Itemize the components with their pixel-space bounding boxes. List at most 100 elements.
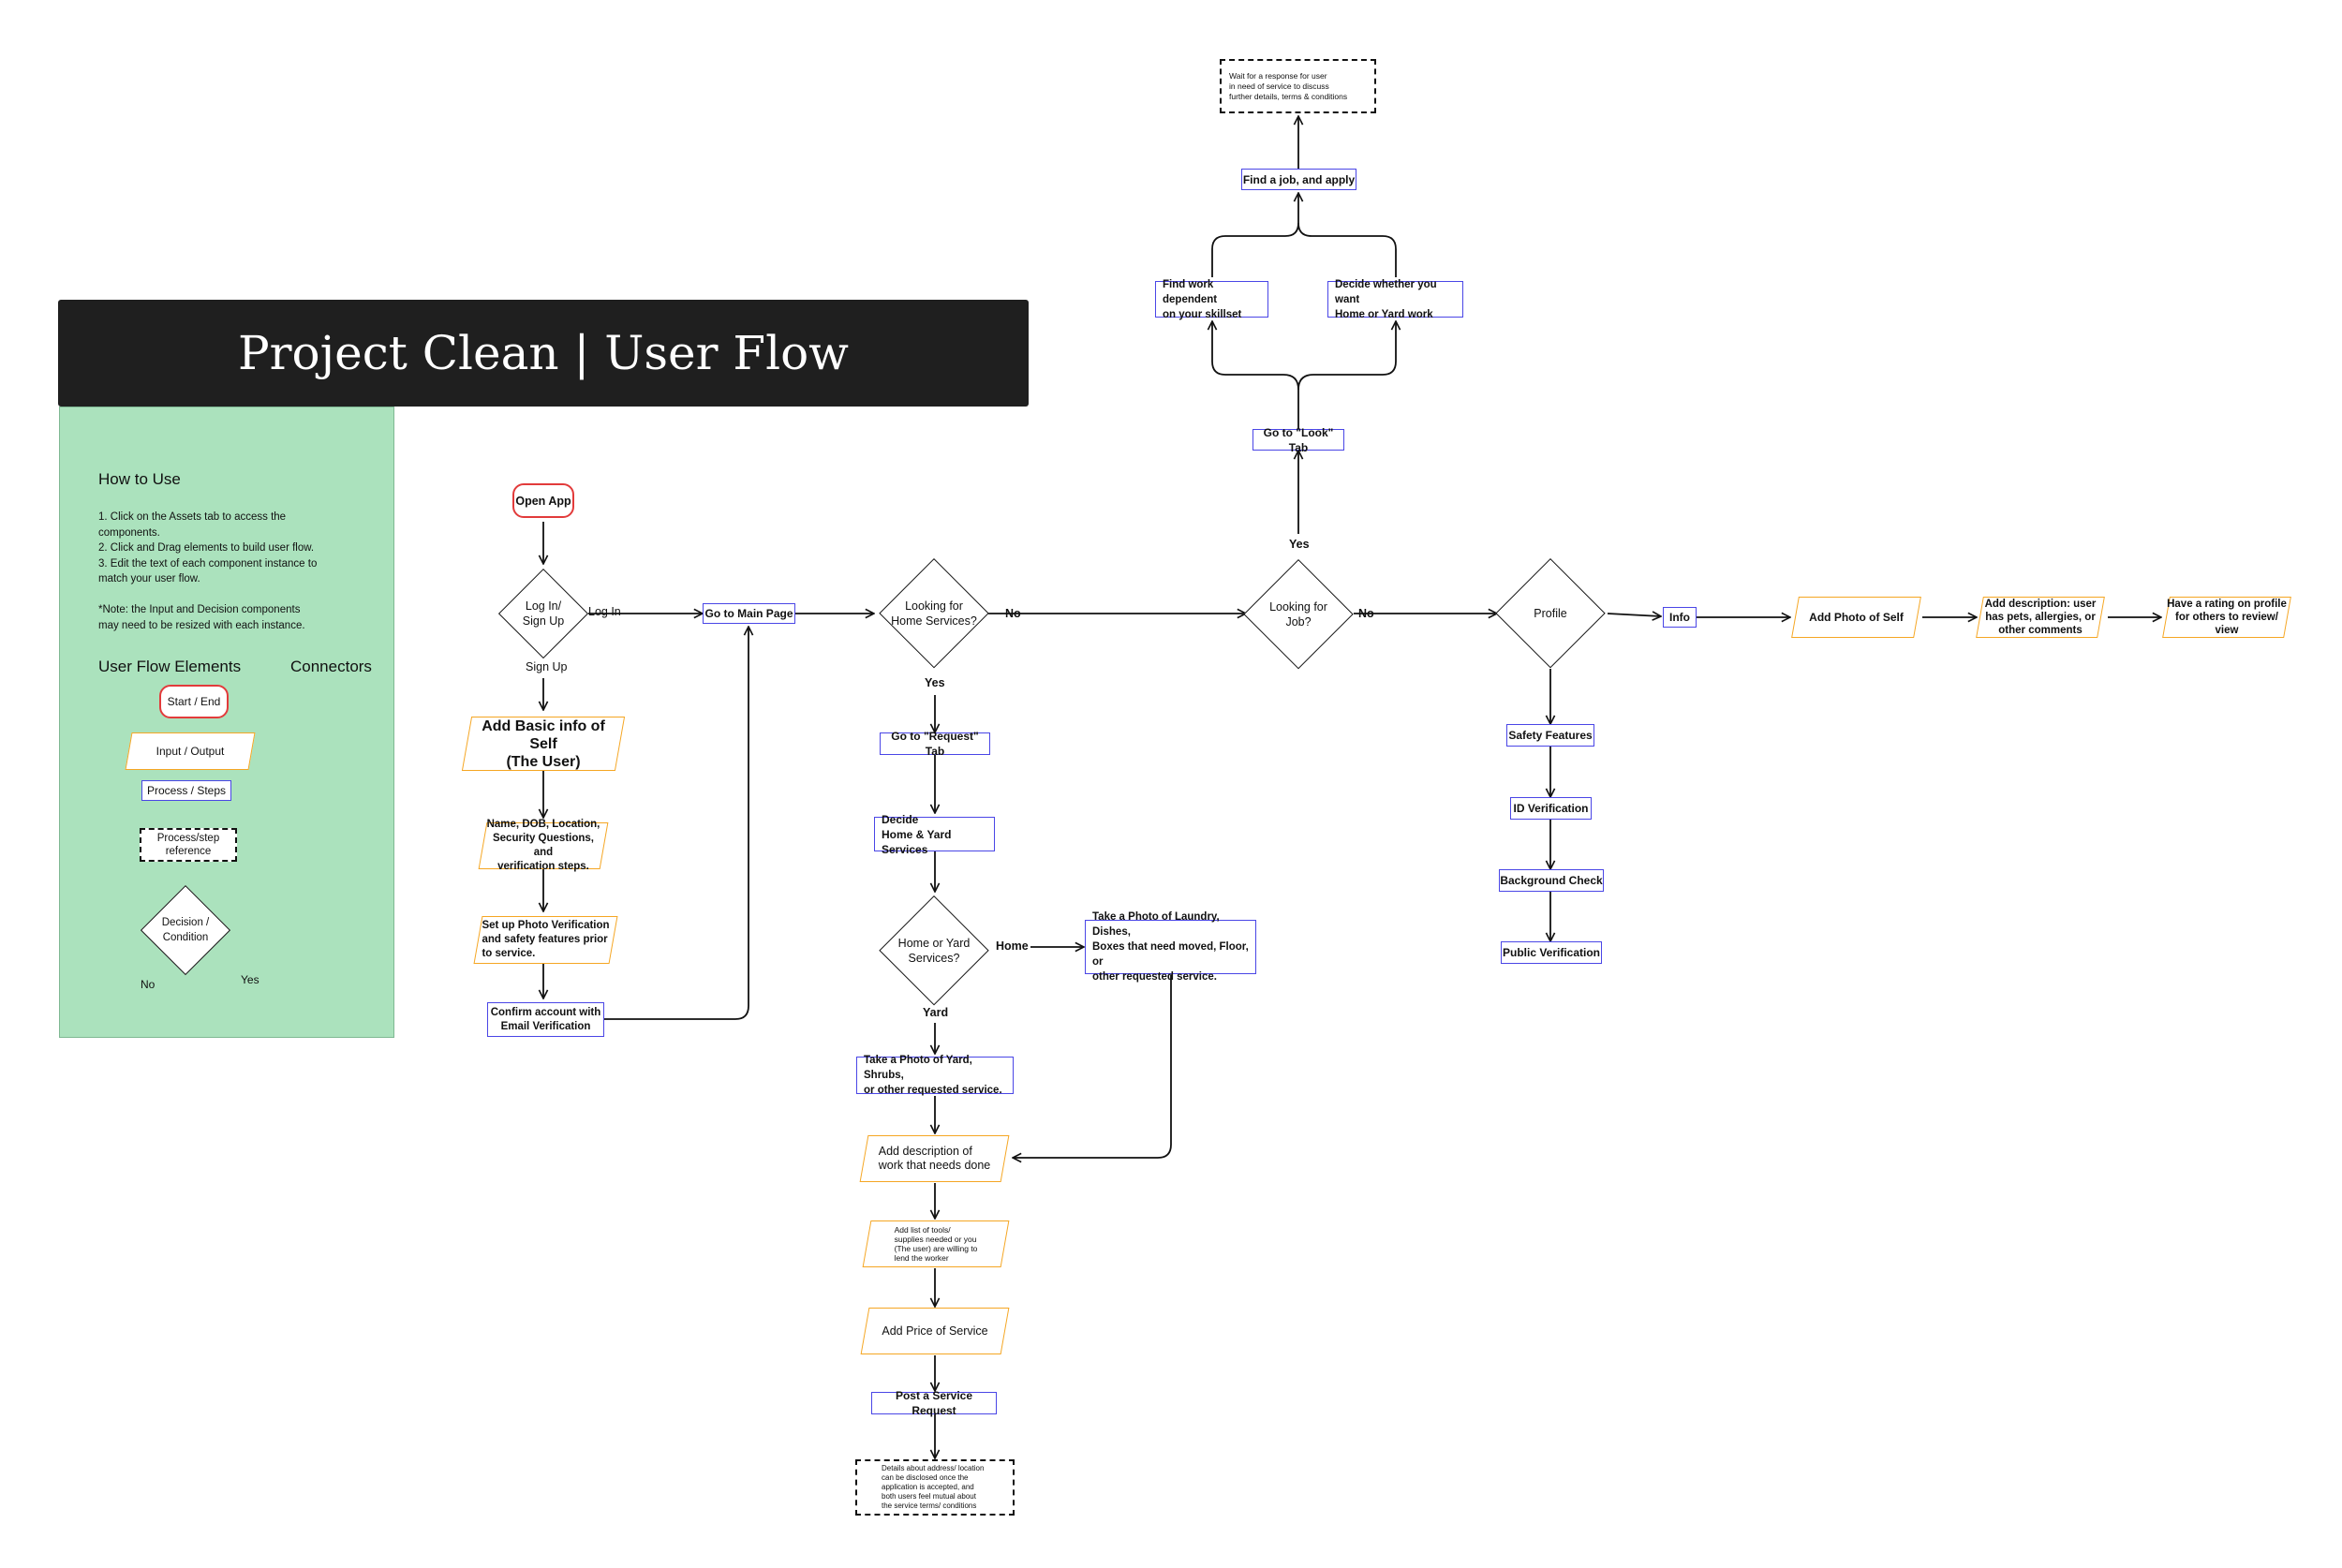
login-line: Sign Up [522,614,565,628]
add-price-label: Add Price of Service [882,1324,988,1338]
wait-line: Wait for a response for user [1229,70,1327,81]
edge-label-sign-up: Sign Up [526,660,568,673]
name-dob-line: Name, DOB, Location, [486,819,600,830]
profile-label: Profile [1534,607,1567,620]
decide-line: Decide [882,812,919,826]
photo-verif-line: Set up Photo Verification [482,920,610,931]
login-line: Log In/ [525,599,562,613]
safety-features-node: Safety Features [1506,724,1594,747]
title-bar: Project Clean | User Flow [58,300,1029,407]
open-app-node: Open App [512,483,574,518]
instruction-line: may need to be resized with each instanc… [98,619,305,631]
basic-info-line: Add Basic info of Self [482,717,605,752]
find-job-label: Find a job, and apply [1242,172,1356,186]
tools-line: supplies needed or you [894,1235,977,1244]
skill-line: Find work dependent [1163,278,1218,305]
details-line: Details about address/ location [882,1464,985,1472]
user-desc-line: other comments [1998,625,2083,636]
wait-line: in need of service to discuss [1229,81,1329,91]
legend-process-label: Process / Steps [146,784,227,797]
edge-laundry-adddesc [1013,975,1172,1158]
edge-profile-info [1607,614,1661,616]
looking-home-line: Looking for [905,599,963,613]
info-label: Info [1669,611,1690,624]
instruction-line: 2. Click and Drag elements to build user… [98,542,315,554]
id-verif-label: ID Verification [1513,802,1589,815]
photo-verification-node: Set up Photo Verification and safety fea… [473,916,618,964]
open-app-label: Open App [515,494,571,508]
looking-home-line: Home Services? [891,614,977,628]
home-or-yard-line: Home or Yard [897,937,971,950]
name-dob-line: verification steps. [497,861,589,872]
laundry-line: other requested service. [1092,971,1217,983]
request-tab-label: Go to "Request" Tab [891,730,979,758]
public-verif-label: Public Verification [1502,946,1601,959]
background-label: Background Check [1500,874,1603,887]
look-tab-label: Go to "Look" Tab [1263,425,1334,454]
rating-line: Have a rating on profile [2167,599,2287,610]
safety-label: Safety Features [1508,729,1593,742]
profile-decision: Profile [1495,558,1606,669]
skill-line: on your skillset [1163,308,1242,320]
connectors-heading: Connectors [290,658,372,675]
legend-decision-line: Condition [162,932,209,943]
laundry-line: Take a Photo of Laundry, Dishes, [1092,911,1220,938]
edge-label-no-home: No [1005,607,1021,620]
user-desc-line: has pets, allergies, or [1985,612,2096,623]
details-line: both users feel mutual about [882,1492,976,1501]
edge-label-home: Home [996,939,1029,953]
instruction-line: match your user flow. [98,573,200,584]
instruction-line [98,587,317,603]
post-request-label: Post a Service Request [895,1389,973,1417]
legend-input-output: Input / Output [125,732,256,770]
details-line: application is accepted, and [882,1483,974,1491]
user-desc-line: Add description: user [1984,599,2097,610]
look-tab-node: Go to "Look" Tab [1253,426,1344,454]
yard-photo-line: or other requested service. [864,1085,1002,1096]
looking-job-decision: Looking for Job? [1243,559,1354,670]
decide-work-line: Decide whether you want [1335,278,1437,305]
legend-yes-label: Yes [241,973,259,986]
decide-home-yard-work-node: Decide whether you want Home or Yard wor… [1327,279,1463,320]
wait-response-node: Wait for a response for user in need of … [1220,59,1376,113]
photo-verif-line: and safety features prior [482,934,608,945]
tools-line: (The user) are willing to [894,1244,978,1253]
legend-ref-line: Process/step [156,833,220,844]
legend-ref-line: reference [165,846,212,857]
main-page-label: Go to Main Page [704,607,793,620]
wait-line: further details, terms & conditions [1229,91,1348,101]
edge-label-no-job: No [1358,607,1374,620]
rating-line: view [2215,625,2239,636]
edge-label-yes-job: Yes [1289,538,1310,551]
login-signup-decision: Log In/ Sign Up [498,569,588,658]
legend-io-label: Input / Output [156,745,225,758]
info-node: Info [1663,607,1697,628]
add-description-user-node: Add description: user has pets, allergie… [1976,597,2105,638]
edge-label-log-in: Log In [588,605,621,618]
legend-process-reference: Process/step reference [140,828,237,862]
legend-process-steps: Process / Steps [141,780,231,801]
tools-line: lend the worker [894,1253,949,1263]
add-basic-info-node: Add Basic info of Self (The User) [461,717,626,771]
page-title: Project Clean | User Flow [238,326,849,380]
details-address-node: Details about address/ location can be d… [855,1459,1015,1516]
add-photo-label: Add Photo of Self [1809,611,1904,624]
details-line: can be disclosed once the [882,1473,969,1482]
add-tools-node: Add list of tools/ supplies needed or yo… [862,1220,1010,1267]
edge-confirm-mainpage [604,627,749,1020]
laundry-line: Boxes that need moved, Floor, or [1092,941,1249,968]
rating-node: Have a rating on profile for others to r… [2162,597,2291,638]
confirm-line: Email Verification [500,1020,591,1032]
photo-laundry-node: Take a Photo of Laundry, Dishes, Boxes t… [1085,911,1256,983]
add-photo-self-node: Add Photo of Self [1791,597,1921,638]
edge-findskill-findjob [1211,193,1298,277]
how-to-use-heading: How to Use [98,470,181,488]
instruction-line: *Note: the Input and Decision components [98,604,301,615]
add-price-node: Add Price of Service [860,1308,1010,1354]
confirm-line: Confirm account with [490,1006,601,1018]
decide-line: Home & Yard Services [882,827,952,856]
legend-no-label: No [141,978,156,991]
edge-looktab-decidework [1297,321,1396,391]
details-line: the service terms/ conditions [882,1501,977,1510]
